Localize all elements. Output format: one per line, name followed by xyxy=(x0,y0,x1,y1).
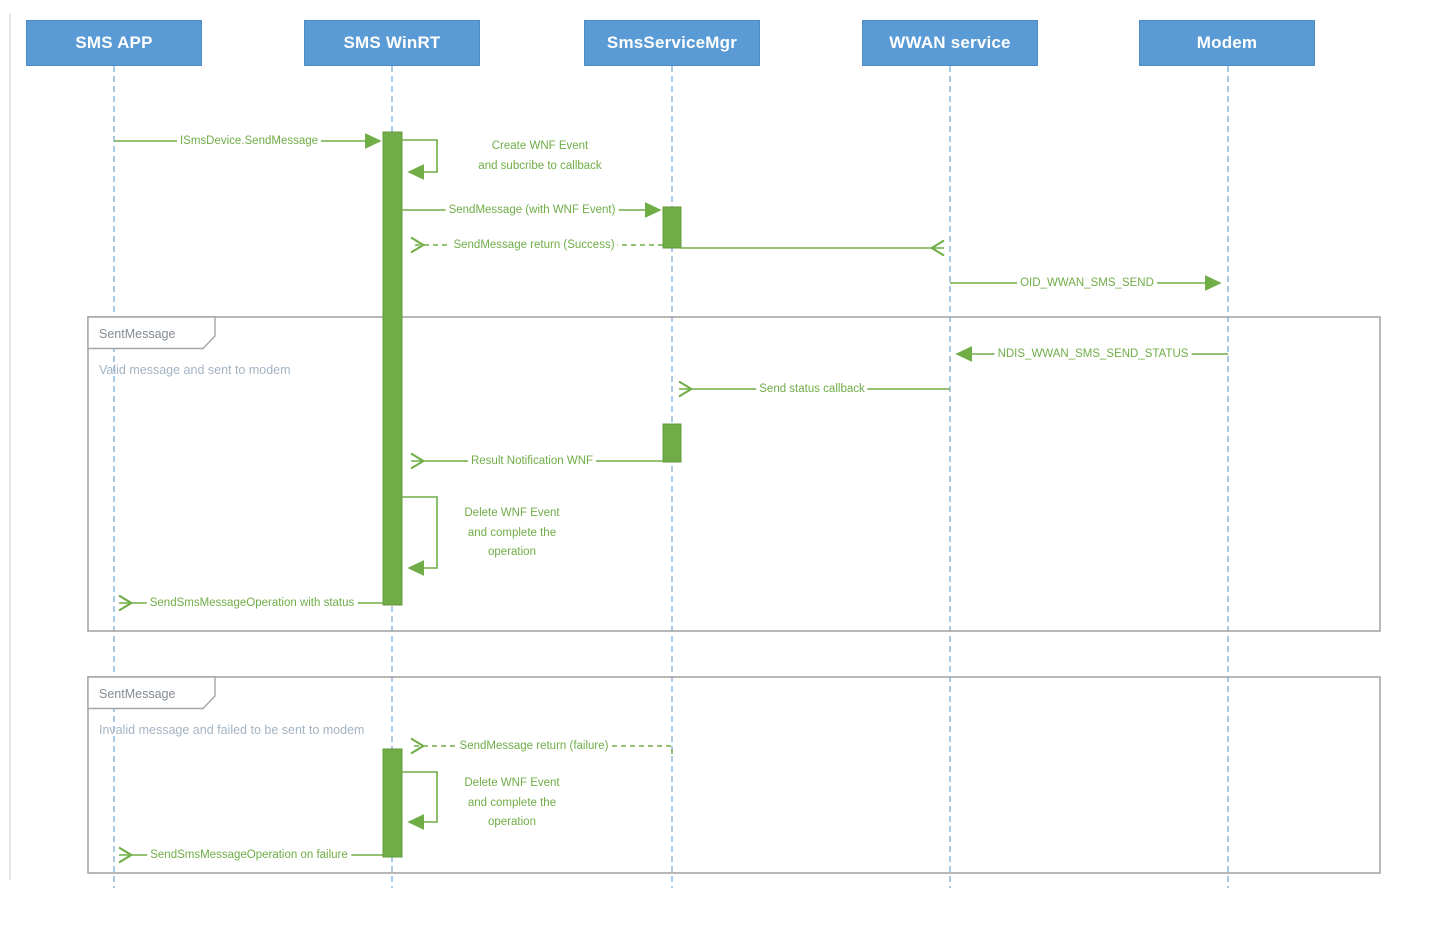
note-create-wnf-line2: and subcribe to callback xyxy=(478,159,602,172)
frame-sentmessage-invalid-tab xyxy=(87,676,216,710)
frame2-condition: Invalid message and failed to be sent to… xyxy=(99,723,365,737)
label-sendmessage-return-success: SendMessage return (Success) xyxy=(450,238,618,252)
note-delete-wnf-valid-line3: operation xyxy=(488,546,536,558)
label-operation-on-failure: SendSmsMessageOperation on failure xyxy=(147,848,351,862)
frame1-condition: Valid message and sent to modem xyxy=(99,363,291,377)
activation-smsservicemgr-status xyxy=(662,423,682,463)
arrow-self-delete-wnf-failure xyxy=(402,771,438,830)
label-sendmessage-return-failure: SendMessage return (failure) xyxy=(456,739,612,753)
participant-sms-app: SMS APP xyxy=(26,20,202,66)
label-ndis-wwan-sms-send-status: NDIS_WWAN_SMS_SEND_STATUS xyxy=(994,347,1192,361)
participant-smsservicemgr: SmsServiceMgr xyxy=(584,20,760,66)
frame2-label: SentMessage xyxy=(99,687,176,701)
participant-modem: Modem xyxy=(1139,20,1315,66)
frame-sentmessage-valid xyxy=(87,316,1381,632)
note-delete-wnf-failure-line2: and complete the xyxy=(467,796,557,809)
label-operation-with-status: SendSmsMessageOperation with status xyxy=(146,596,358,610)
note-delete-wnf-failure-line1: Delete WNF Event xyxy=(464,777,560,789)
label-ismsdevice-sendmessage: ISmsDevice.SendMessage xyxy=(176,134,322,148)
activation-sms-winrt-failure xyxy=(382,748,403,858)
note-delete-wnf-valid-line2: and complete the xyxy=(467,526,557,539)
label-sendmessage-with-wnf: SendMessage (with WNF Event) xyxy=(445,203,619,217)
note-delete-wnf-failure-line3: operation xyxy=(488,816,536,828)
frame1-label: SentMessage xyxy=(99,327,176,341)
participant-sms-winrt: SMS WinRT xyxy=(304,20,480,66)
note-create-wnf-line1: Create WNF Event xyxy=(491,140,589,152)
note-create-wnf-event: Create WNF Event and subcribe to callbac… xyxy=(440,137,640,176)
activation-sms-winrt-main xyxy=(382,131,403,606)
label-result-notification-wnf: Result Notification WNF xyxy=(467,454,597,468)
participant-wwan-service: WWAN service xyxy=(862,20,1038,66)
note-delete-wnf-failure: Delete WNF Event and complete the operat… xyxy=(412,774,612,833)
note-delete-wnf-valid: Delete WNF Event and complete the operat… xyxy=(412,504,612,563)
arrow-self-create-wnf-event xyxy=(402,139,438,180)
frame-sentmessage-invalid xyxy=(87,676,1381,874)
label-send-status-callback: Send status callback xyxy=(756,382,868,396)
frame-sentmessage-valid-tab xyxy=(87,316,216,350)
arrow-self-delete-wnf-valid xyxy=(402,496,438,576)
label-oid-wwan-sms-send: OID_WWAN_SMS_SEND xyxy=(1017,276,1157,290)
note-delete-wnf-valid-line1: Delete WNF Event xyxy=(464,507,560,519)
activation-smsservicemgr-send xyxy=(662,206,682,249)
